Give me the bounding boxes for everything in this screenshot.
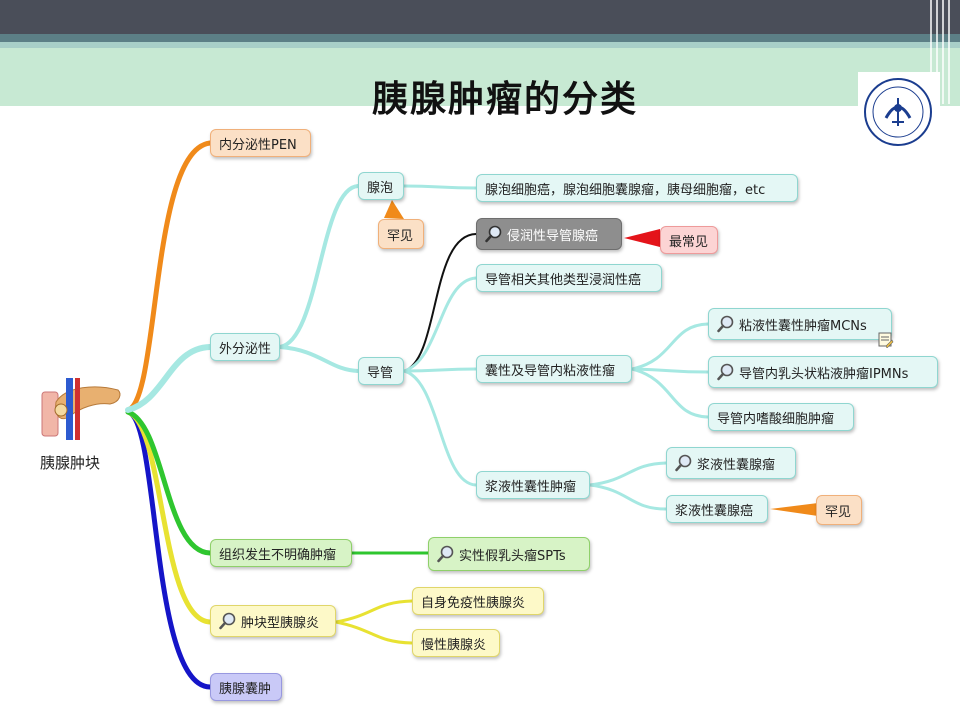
page-title: 胰腺肿瘤的分类 [371,79,638,120]
node-label: 粘液性囊性肿瘤MCNs [739,318,867,334]
node-pen[interactable]: 内分泌性PEN [210,129,311,157]
node-acinar-types[interactable]: 腺泡细胞癌，腺泡细胞囊腺瘤，胰母细胞瘤，etc [476,174,798,202]
branch-acinar [278,184,360,349]
node-label: 浆液性囊腺瘤 [697,457,776,473]
branch-cyst [125,409,213,690]
node-mcn[interactable]: 粘液性囊性肿瘤MCNs [708,308,892,340]
node-exocrine[interactable]: 外分泌性 [210,333,280,361]
note-icon[interactable] [878,332,894,348]
node-acinar[interactable]: 腺泡 [358,172,404,200]
callout-arrow [770,503,818,516]
branch-exocrine [125,344,213,413]
branch-mass-pancreatitis [125,409,213,625]
decorative-stripes [930,0,952,104]
node-chronic-pancreatitis[interactable]: 慢性胰腺炎 [412,629,500,657]
node-cystic-intraductal-mucinous[interactable]: 囊性及导管内粘液性瘤 [476,355,632,383]
magnifier-icon [717,315,734,333]
root-node-label[interactable]: 胰腺肿块 [40,454,101,472]
magnifier-icon [437,545,454,563]
node-label: 肿块型胰腺炎 [241,615,320,631]
university-logo [858,72,940,152]
branch-idc [403,233,477,372]
note-most-common[interactable]: 最常见 [660,226,718,254]
callout-arrow [384,200,404,219]
header-band [0,34,960,42]
node-mass-pancreatitis[interactable]: 肿块型胰腺炎 [210,605,336,637]
node-label: 实性假乳头瘤SPTs [459,548,566,564]
magnifier-icon [675,454,692,472]
title-band [0,48,960,106]
node-duct[interactable]: 导管 [358,357,404,385]
node-ipmn[interactable]: 导管内乳头状粘液肿瘤IPMNs [708,356,938,388]
node-serous-cystadenoma[interactable]: 浆液性囊腺瘤 [666,447,796,479]
magnifier-icon [485,225,502,243]
node-label: 导管内乳头状粘液肿瘤IPMNs [739,366,909,382]
pancreas-illustration [36,372,126,444]
node-pancreatic-cyst[interactable]: 胰腺囊肿 [210,673,282,701]
node-uncertain-origin[interactable]: 组织发生不明确肿瘤 [210,539,352,567]
branch-pen [125,140,213,413]
magnifier-icon [717,363,734,381]
node-serous-cystadenocarcinoma[interactable]: 浆液性囊腺癌 [666,495,768,523]
note-acinar-rare[interactable]: 罕见 [378,219,424,249]
node-duct-other-invasive[interactable]: 导管相关其他类型浸润性癌 [476,264,662,292]
branch-uncertain [125,409,213,556]
node-autoimmune-pancreatitis[interactable]: 自身免疫性胰腺炎 [412,587,544,615]
header-band [0,42,960,48]
header-bar [0,0,960,34]
node-spt[interactable]: 实性假乳头瘤SPTs [428,537,590,571]
callout-arrow [624,229,660,247]
node-serous-cystic[interactable]: 浆液性囊性肿瘤 [476,471,590,499]
node-label: 侵润性导管腺癌 [507,228,599,244]
magnifier-icon [219,612,236,630]
node-invasive-ductal-adenocarcinoma[interactable]: 侵润性导管腺癌 [476,218,622,250]
node-itpn[interactable]: 导管内嗜酸细胞肿瘤 [708,403,854,431]
branch-duct [278,345,360,373]
note-serous-rare[interactable]: 罕见 [816,495,862,525]
